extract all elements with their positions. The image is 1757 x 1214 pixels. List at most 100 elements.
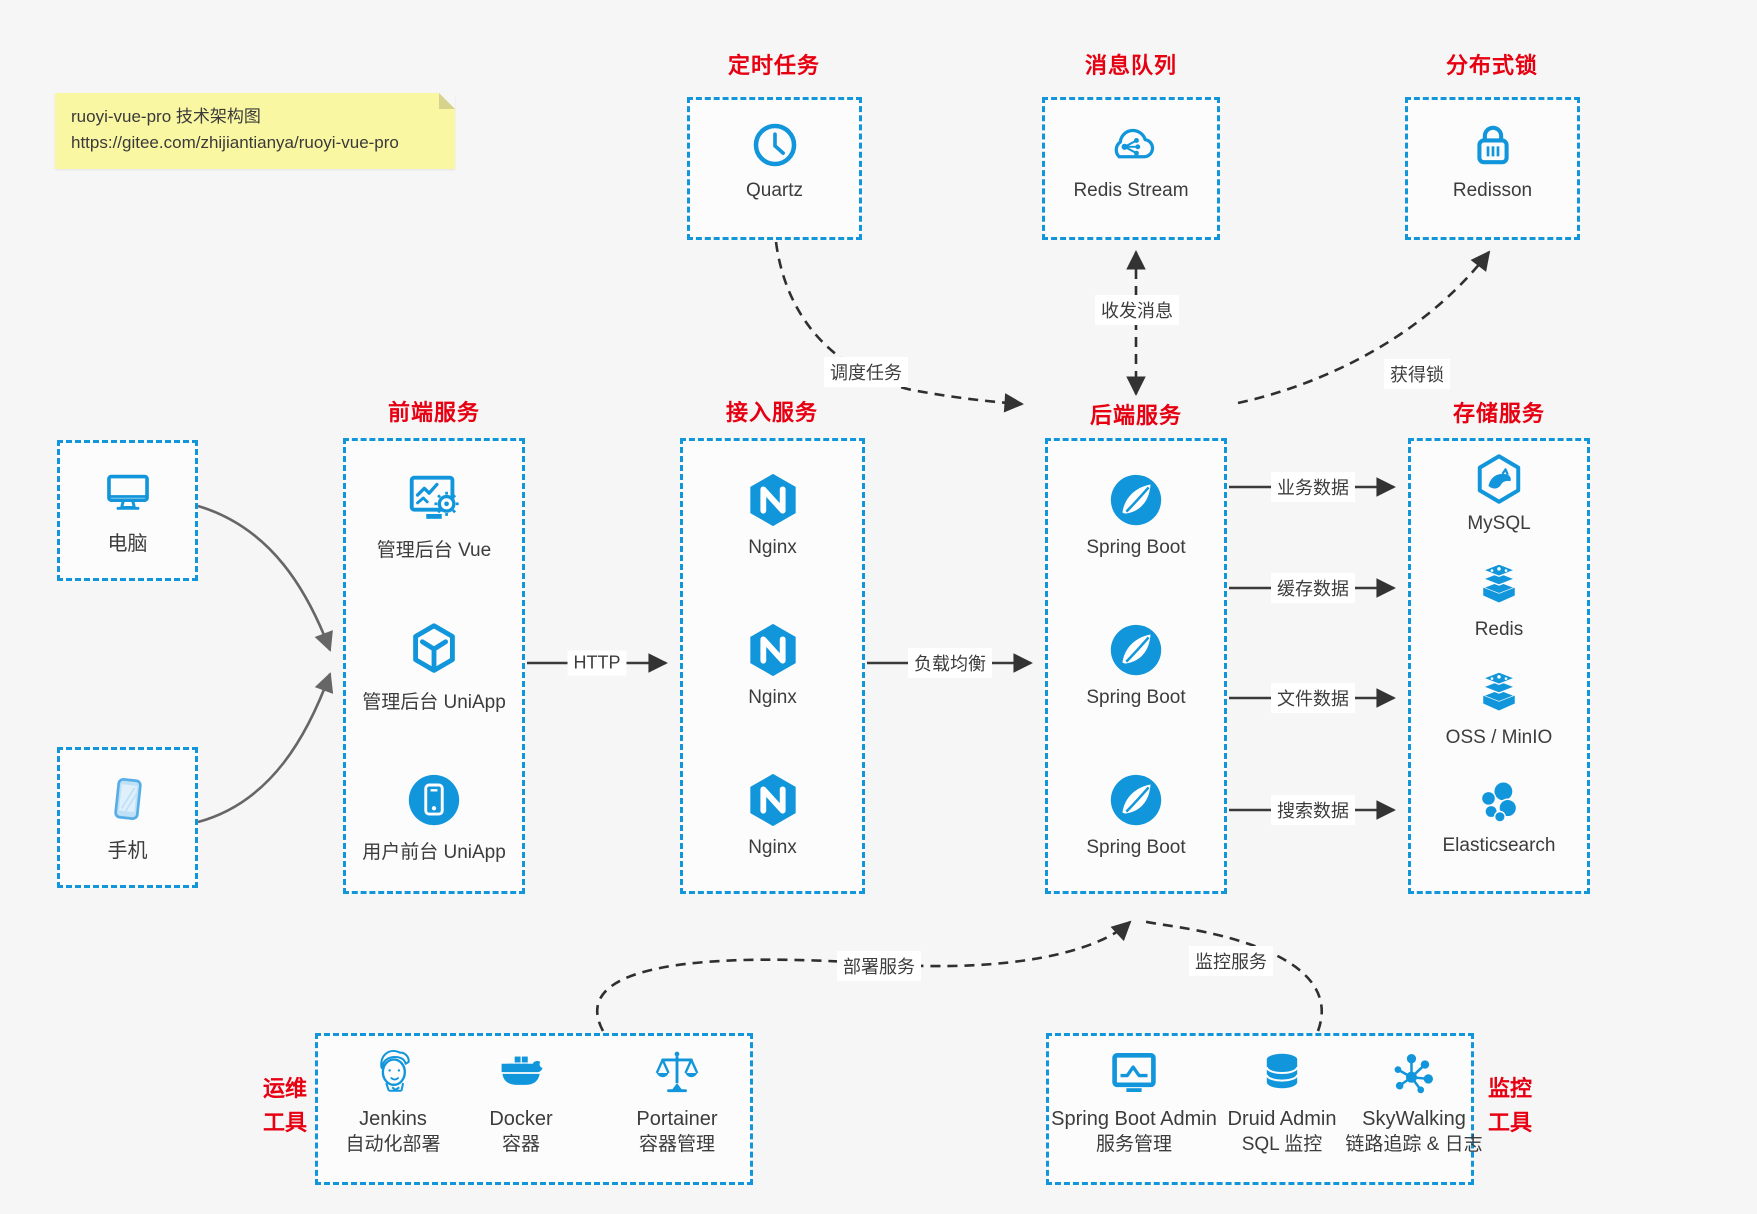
node-nginx-2-label: Nginx [748,687,797,708]
label-lock-group: 分布式锁 [1445,53,1539,78]
cloud-stream-icon [1114,128,1155,159]
node-redisson: Redisson [1408,116,1577,202]
admin-screen-gear-icon [403,467,465,529]
ops-tools-box: Jenkins 自动化部署 Docker 容器 Portainer 容器管理 [315,1033,753,1185]
node-druid-subtitle: SQL 监控 [1241,1134,1323,1155]
edge-label-file-data: 文件数据 [1271,683,1355,713]
mysql-icon [1477,454,1521,504]
node-redis-stream-label: Redis Stream [1073,180,1189,201]
spring-boot-icon [1109,773,1163,827]
edge-label-send-receive-message: 收发消息 [1095,295,1179,325]
node-admin-uniapp-label: 管理后台 UniApp [362,692,506,713]
node-redis: Redis [1411,557,1587,641]
edge-label-monitor-service: 监控服务 [1189,946,1273,976]
nginx-icon [742,619,804,681]
node-portainer-subtitle: 容器管理 [638,1134,715,1155]
druid-database-icon [1265,1052,1299,1090]
node-springboot-2: Spring Boot [1048,619,1224,709]
portainer-icon [655,1050,699,1093]
node-nginx-1: Nginx [683,469,862,559]
node-springboot-2-label: Spring Boot [1086,687,1186,708]
node-admin-uniapp: 管理后台 UniApp [346,619,522,714]
node-mysql: MySQL [1411,451,1587,535]
node-spring-boot-admin: Spring Boot Admin 服务管理 [1045,1046,1223,1158]
nginx-icon [742,469,804,531]
redis-stream-box: Redis Stream [1042,97,1220,240]
mobile-app-circle-icon [407,773,461,827]
edge-label-http: HTTP [567,650,627,676]
label-monitoring-line2: 工具 [1487,1110,1532,1135]
node-springboot-1-label: Spring Boot [1086,537,1186,558]
node-jenkins-subtitle: 自动化部署 [345,1134,441,1155]
redis-stack-icon [1482,563,1516,604]
nginx-icon [742,769,804,831]
edge-label-cache-data: 缓存数据 [1271,573,1355,603]
quartz-box: Quartz [687,97,862,240]
storage-box: MySQL Redis OSS / MinIO Elasticsearch [1408,438,1590,894]
spring-boot-admin-icon [1107,1046,1161,1100]
node-admin-vue-label: 管理后台 Vue [376,540,492,561]
node-springboot-3: Spring Boot [1048,769,1224,859]
node-elasticsearch-label: Elasticsearch [1442,835,1556,856]
phone-box: 手机 [57,747,198,888]
frontend-box: 管理后台 Vue 管理后台 UniApp 用户前台 UniApp [343,438,525,894]
node-nginx-1-label: Nginx [748,537,797,558]
lock-icon [1464,116,1522,174]
label-ops-line2: 工具 [262,1110,307,1135]
monitoring-tools-box: Spring Boot Admin 服务管理 Druid Admin SQL 监… [1045,1033,1483,1185]
edge-label-search-data: 搜索数据 [1271,795,1355,825]
node-admin-vue: 管理后台 Vue [346,467,522,562]
node-nginx-3: Nginx [683,769,862,859]
node-portainer-title: Portainer [636,1108,718,1130]
phone-icon [113,777,142,821]
oss-stack-icon [1482,671,1516,712]
node-desktop: 电脑 [60,463,195,556]
node-mysql-label: MySQL [1467,513,1531,534]
label-storage-group: 存储服务 [1452,401,1546,426]
note-title: ruoyi-vue-pro 技术架构图 [71,107,261,126]
node-nginx-2: Nginx [683,619,862,709]
node-nginx-3-label: Nginx [748,837,797,858]
sticky-note: ruoyi-vue-pro 技术架构图 https://gitee.com/zh… [55,93,455,169]
node-quartz-label: Quartz [745,180,804,201]
edge-label-schedule-task: 调度任务 [824,357,908,387]
clock-icon [746,116,804,174]
edge-label-deploy-service: 部署服务 [837,951,921,981]
node-elasticsearch: Elasticsearch [1411,773,1587,857]
node-sba-title: Spring Boot Admin [1051,1108,1217,1130]
note-fold-corner [439,93,455,109]
label-monitoring-line1: 监控 [1487,1076,1532,1101]
desktop-icon [106,474,149,511]
node-skywalking-subtitle: 链路追踪 & 日志 [1345,1134,1483,1155]
node-portainer: Portainer 容器管理 [602,1046,752,1158]
node-phone-label: 手机 [107,840,148,862]
node-docker-subtitle: 容器 [501,1134,540,1155]
label-ops-line1: 运维 [262,1076,307,1101]
node-springboot-3-label: Spring Boot [1086,837,1186,858]
node-redis-stream: Redis Stream [1045,116,1217,202]
node-skywalking-title: SkyWalking [1362,1108,1466,1130]
gateway-box: Nginx Nginx Nginx [680,438,865,894]
label-monitoring-group: 监控 工具 [1484,1072,1536,1140]
node-druid-title: Druid Admin [1227,1108,1337,1130]
node-sba-subtitle: 服务管理 [1095,1134,1172,1155]
elasticsearch-icon [1480,781,1518,823]
node-user-uniapp: 用户前台 UniApp [346,769,522,864]
redisson-box: Redisson [1405,97,1580,240]
label-mq-group: 消息队列 [1084,53,1178,78]
node-oss-minio-label: OSS / MinIO [1445,727,1553,748]
docker-icon [501,1056,543,1085]
node-docker-title: Docker [489,1108,553,1130]
node-phone: 手机 [60,770,195,863]
node-druid-admin: Druid Admin SQL 监控 [1197,1046,1367,1158]
spring-boot-icon [1109,473,1163,527]
node-redisson-label: Redisson [1452,180,1533,201]
edge-label-business-data: 业务数据 [1271,472,1355,502]
edge-label-acquire-lock: 获得锁 [1384,359,1450,389]
spring-boot-icon [1109,623,1163,677]
label-backend-group: 后端服务 [1089,403,1183,428]
node-user-uniapp-label: 用户前台 UniApp [362,842,506,863]
node-springboot-1: Spring Boot [1048,469,1224,559]
edge-label-load-balance: 负载均衡 [908,648,992,678]
